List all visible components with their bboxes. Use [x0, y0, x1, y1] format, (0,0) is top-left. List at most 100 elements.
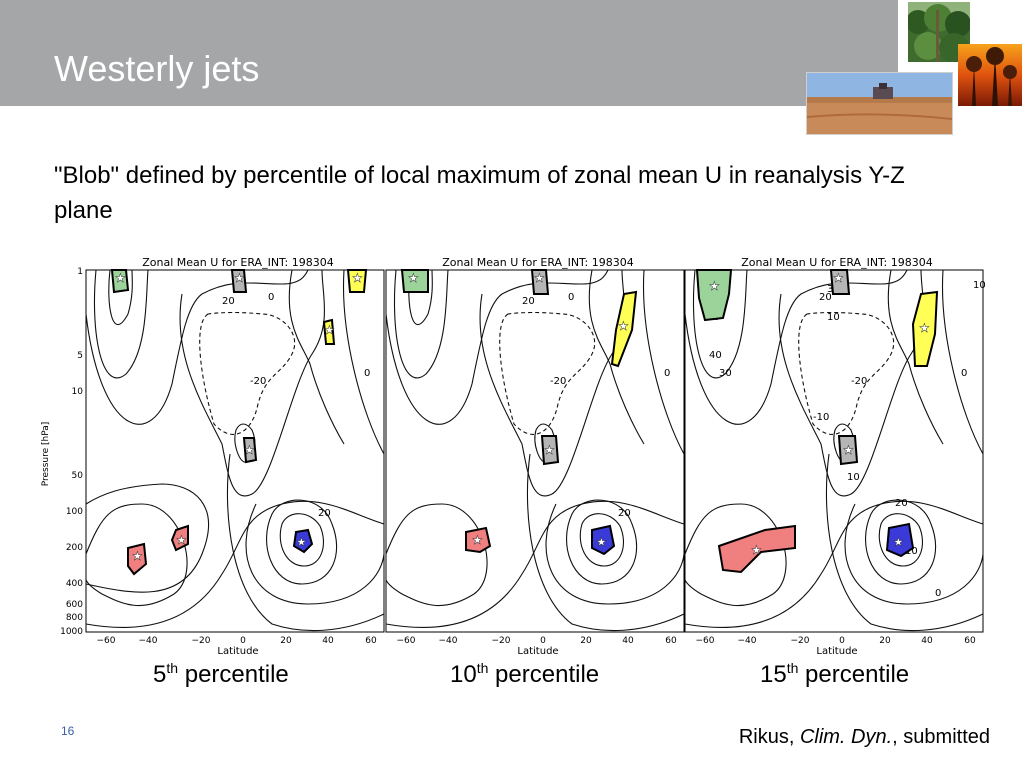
svg-text:0: 0 [961, 368, 967, 379]
svg-text:−60: −60 [97, 636, 116, 646]
svg-text:★: ★ [534, 271, 545, 285]
slide-number: 16 [61, 724, 75, 738]
jet-blobs [695, 269, 939, 574]
y-axis-label: Pressure [hPa] [41, 422, 51, 487]
x-tick-labels: −60 −40 −20 0 20 40 60 [97, 636, 377, 646]
x-tick-labels: −60 −40 −20 0 20 40 60 [397, 636, 677, 646]
panel-title: Zonal Mean U for ERA_INT: 198304 [741, 256, 933, 269]
svg-text:10: 10 [827, 312, 840, 323]
svg-text:0: 0 [839, 636, 845, 646]
contour-lines [85, 269, 385, 632]
svg-text:5: 5 [77, 351, 83, 361]
caption-panel-3: 15th percentile [760, 660, 910, 688]
svg-text:★: ★ [893, 535, 904, 549]
svg-text:10: 10 [72, 387, 84, 397]
svg-text:−40: −40 [139, 636, 158, 646]
svg-text:20: 20 [522, 296, 535, 307]
svg-text:60: 60 [365, 636, 377, 646]
svg-text:0: 0 [364, 368, 370, 379]
svg-text:-20: -20 [851, 376, 867, 387]
slide-subtitle: "Blob" defined by percentile of local ma… [54, 162, 905, 224]
svg-text:100: 100 [66, 507, 83, 517]
contour-labels: 20 0 -20 20 0 [522, 292, 670, 519]
blob-gray-upper [230, 269, 248, 293]
wheat-field-photo [806, 72, 953, 135]
svg-text:−60: −60 [397, 636, 416, 646]
zonal-mean-panel-1: Zonal Mean U for ERA_INT: 198304 20 0 -2… [82, 254, 394, 658]
svg-text:−40: −40 [738, 636, 757, 646]
svg-text:20: 20 [618, 508, 631, 519]
svg-text:30: 30 [719, 368, 732, 379]
svg-text:200: 200 [66, 543, 83, 553]
svg-text:40: 40 [709, 350, 722, 361]
contour-plot-1: Zonal Mean U for ERA_INT: 198304 20 0 -2… [85, 256, 385, 657]
svg-text:1: 1 [77, 267, 83, 277]
svg-text:★: ★ [244, 443, 255, 457]
blob-green [400, 269, 429, 293]
svg-text:★: ★ [833, 271, 844, 285]
svg-text:0: 0 [540, 636, 546, 646]
svg-text:★: ★ [919, 321, 930, 335]
svg-text:40: 40 [622, 636, 634, 646]
blob-yellow [346, 269, 368, 293]
zonal-mean-panel-3: Zonal Mean U for ERA_INT: 198304 30 20 1… [681, 254, 993, 658]
svg-text:400: 400 [66, 579, 83, 589]
svg-text:-20: -20 [250, 376, 266, 387]
svg-text:-20: -20 [550, 376, 566, 387]
svg-text:★: ★ [596, 535, 607, 549]
x-axis-label: Latitude [816, 646, 857, 657]
jet-blobs [110, 269, 368, 576]
svg-text:20: 20 [280, 636, 292, 646]
caption-panel-1: 5th percentile [153, 660, 289, 688]
svg-text:★: ★ [843, 443, 854, 457]
svg-text:10: 10 [905, 546, 918, 557]
blob-gray-lower [242, 437, 258, 464]
blob-red [717, 524, 796, 574]
svg-text:★: ★ [324, 323, 335, 337]
svg-text:★: ★ [751, 543, 762, 557]
svg-text:−20: −20 [192, 636, 211, 646]
blob-yellow [610, 290, 638, 368]
blob-blue [591, 524, 616, 556]
svg-text:60: 60 [964, 636, 976, 646]
svg-text:20: 20 [895, 498, 908, 509]
svg-text:10: 10 [847, 472, 860, 483]
blob-gray-upper [530, 269, 550, 295]
svg-text:600: 600 [66, 600, 83, 610]
y-axis: 1 5 10 50 100 200 400 600 800 1000 Press… [36, 254, 84, 658]
blob-yellow [911, 290, 939, 367]
svg-text:−40: −40 [439, 636, 458, 646]
svg-text:★: ★ [132, 549, 143, 563]
blob-markers: ★★★ ★★ ★★★ [115, 271, 363, 564]
svg-text:0: 0 [568, 292, 574, 303]
blob-red [465, 526, 492, 554]
svg-text:0: 0 [664, 368, 670, 379]
svg-text:★: ★ [709, 279, 720, 293]
svg-text:20: 20 [819, 292, 832, 303]
svg-text:20: 20 [318, 508, 331, 519]
svg-text:10: 10 [973, 280, 986, 291]
svg-text:★: ★ [176, 533, 187, 547]
panel-title: Zonal Mean U for ERA_INT: 198304 [142, 256, 334, 269]
x-axis-label: Latitude [517, 646, 558, 657]
plot-frame [385, 269, 685, 633]
svg-text:−20: −20 [791, 636, 810, 646]
svg-text:0: 0 [935, 588, 941, 599]
blob-yellow-small [322, 318, 336, 345]
zonal-mean-panel-2: Zonal Mean U for ERA_INT: 198304 20 0 -2… [382, 254, 694, 658]
caption-panel-2: 10th percentile [450, 660, 600, 688]
x-tick-labels: −60 −40 −20 0 20 40 60 [696, 636, 976, 646]
contour-plot-3: Zonal Mean U for ERA_INT: 198304 30 20 1… [684, 256, 986, 657]
jet-blobs [400, 269, 638, 556]
plot-frame [684, 269, 984, 633]
x-axis-label: Latitude [217, 646, 258, 657]
svg-text:20: 20 [222, 296, 235, 307]
svg-text:0: 0 [268, 292, 274, 303]
bushfire-photo [958, 44, 1022, 106]
title-bar: Westerly jets [0, 0, 898, 106]
blob-gray-upper [829, 269, 851, 295]
blob-blue [885, 522, 915, 558]
svg-text:−20: −20 [492, 636, 511, 646]
svg-text:40: 40 [322, 636, 334, 646]
blob-markers: ★★★ ★★★ [408, 271, 629, 550]
